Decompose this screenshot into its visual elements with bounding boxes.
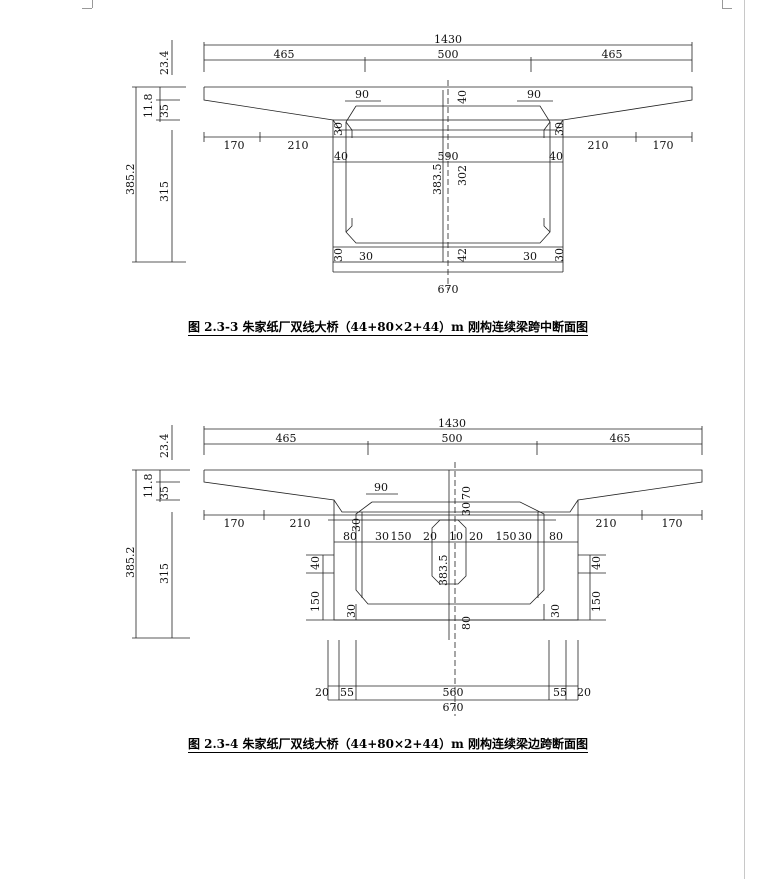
chamfer	[543, 218, 551, 233]
dim-seg-150-left: 150	[391, 530, 412, 543]
dim-seg-30-right: 30	[518, 530, 532, 543]
dim-top-thickness: 23.4	[158, 434, 171, 459]
figure-1-caption: 图 2.3-3 朱家纸厂双线大桥（44+80×2+44）m 刚构连续梁跨中断面图	[0, 318, 776, 336]
dim-haunch-left: 90	[355, 88, 369, 101]
dim-left-haunch-v: 30	[350, 518, 363, 532]
dim-total-width: 1430	[438, 417, 466, 430]
dim-seg-150-right: 150	[496, 530, 517, 543]
dim-web-depth: 315	[158, 181, 171, 202]
dim-seg-10: 10	[449, 530, 463, 543]
inner-cell-outline	[345, 105, 551, 244]
page-border-right	[744, 0, 745, 879]
chamfer	[345, 218, 353, 233]
dim-web-depth: 315	[158, 563, 171, 584]
dim-base-20-left: 20	[315, 686, 329, 699]
dim-inner-30-right: 30	[549, 604, 562, 618]
dim-seg-80-right: 80	[549, 530, 563, 543]
dim-bottom-right-210: 210	[596, 517, 617, 530]
dim-inner-width: 590	[438, 150, 459, 163]
dim-bottom-left-170: 170	[224, 139, 245, 152]
dim-seg-80-left: 80	[343, 530, 357, 543]
dim-bottom-haunch-v-right: 30	[553, 248, 566, 262]
dim-bottom-haunch-h-left: 30	[359, 250, 373, 263]
dim-bottom-width: 670	[438, 283, 459, 296]
dim-side-40-left: 40	[309, 556, 322, 570]
dim-slab-70: 70	[460, 486, 473, 500]
dim-bottom-left-210: 210	[290, 517, 311, 530]
dim-bottom-slab: 42	[456, 248, 469, 262]
dim-right-wing: 465	[602, 48, 623, 61]
dim-total-width: 1430	[434, 33, 462, 46]
dim-web-top: 40	[456, 90, 469, 104]
inner-cell-outline	[355, 501, 545, 605]
dim-bottom-right-170: 170	[662, 517, 683, 530]
dim-haunch-v-left: 30	[332, 122, 345, 136]
chamfer	[543, 121, 551, 138]
dim-bottom-right-210: 210	[588, 139, 609, 152]
dim-haunch-right: 90	[527, 88, 541, 101]
page-corner-mark	[722, 0, 723, 8]
dim-flange-left: 11.8	[142, 474, 155, 499]
dim-bottom-right-170: 170	[653, 139, 674, 152]
figure-2-side-span-section: 1430 465 500 465 23.4 11.8 35 90 70 30 1…	[124, 417, 703, 716]
dim-bottom-haunch-h-right: 30	[523, 250, 537, 263]
figure-2-caption: 图 2.3-4 朱家纸厂双线大桥（44+80×2+44）m 刚构连续梁边跨断面图	[0, 735, 776, 753]
dim-total-height: 385.2	[124, 164, 137, 196]
central-cell	[431, 519, 467, 585]
dim-web-right: 40	[549, 150, 563, 163]
dim-left-wing: 465	[274, 48, 295, 61]
dim-side-150-right: 150	[590, 591, 603, 612]
page-corner-mark	[82, 8, 92, 9]
dim-inner-30-left: 30	[345, 604, 358, 618]
figure-1-caption-text: 图 2.3-3 朱家纸厂双线大桥（44+80×2+44）m 刚构连续梁跨中断面图	[187, 320, 589, 336]
figure-2-caption-text: 图 2.3-4 朱家纸厂双线大桥（44+80×2+44）m 刚构连续梁边跨断面图	[187, 737, 589, 753]
page-corner-mark	[92, 0, 93, 8]
dim-total-height: 385.2	[124, 547, 137, 579]
page-corner-mark	[722, 8, 732, 9]
dim-left-wing: 465	[276, 432, 297, 445]
dim-inner-height: 302	[456, 165, 469, 186]
dim-side-40-right: 40	[590, 556, 603, 570]
top-slab-outline	[203, 469, 703, 513]
dim-bottom-left-170: 170	[224, 517, 245, 530]
dim-slab-30: 30	[460, 502, 473, 516]
dim-base-55-left: 55	[340, 686, 354, 699]
dim-seg-20-right: 20	[469, 530, 483, 543]
dim-right-wing: 465	[610, 432, 631, 445]
top-slab-outline	[203, 86, 693, 131]
dim-seg-30-left: 30	[375, 530, 389, 543]
dim-side-150-left: 150	[309, 591, 322, 612]
dim-base-55-right: 55	[553, 686, 567, 699]
dim-haunch: 90	[374, 481, 388, 494]
dim-flange-rise: 35	[158, 104, 171, 118]
dim-flange-left: 11.8	[142, 94, 155, 119]
dim-top-thickness: 23.4	[158, 51, 171, 76]
dim-base-560: 560	[443, 686, 464, 699]
dim-base-20-right: 20	[577, 686, 591, 699]
figure-1-mid-span-section: 1430 465 500 465 23.4 11.8 35 90 90 40 3…	[124, 33, 693, 296]
dim-bottom-left-210: 210	[288, 139, 309, 152]
dim-box-height: 383.5	[431, 164, 444, 196]
dim-haunch-v-right: 30	[553, 122, 566, 136]
box-girder-outline	[333, 500, 579, 621]
dim-seg-20-left: 20	[423, 530, 437, 543]
dim-flange-rise: 35	[158, 486, 171, 500]
dim-center-width: 500	[438, 48, 459, 61]
dim-center-width: 500	[442, 432, 463, 445]
dim-box-height: 383.5	[437, 555, 450, 587]
dim-web-left: 40	[334, 150, 348, 163]
dim-bottom-80: 80	[460, 616, 473, 630]
dim-bottom-haunch-v-left: 30	[332, 248, 345, 262]
chamfer	[345, 121, 353, 138]
dim-bottom-width: 670	[443, 701, 464, 714]
